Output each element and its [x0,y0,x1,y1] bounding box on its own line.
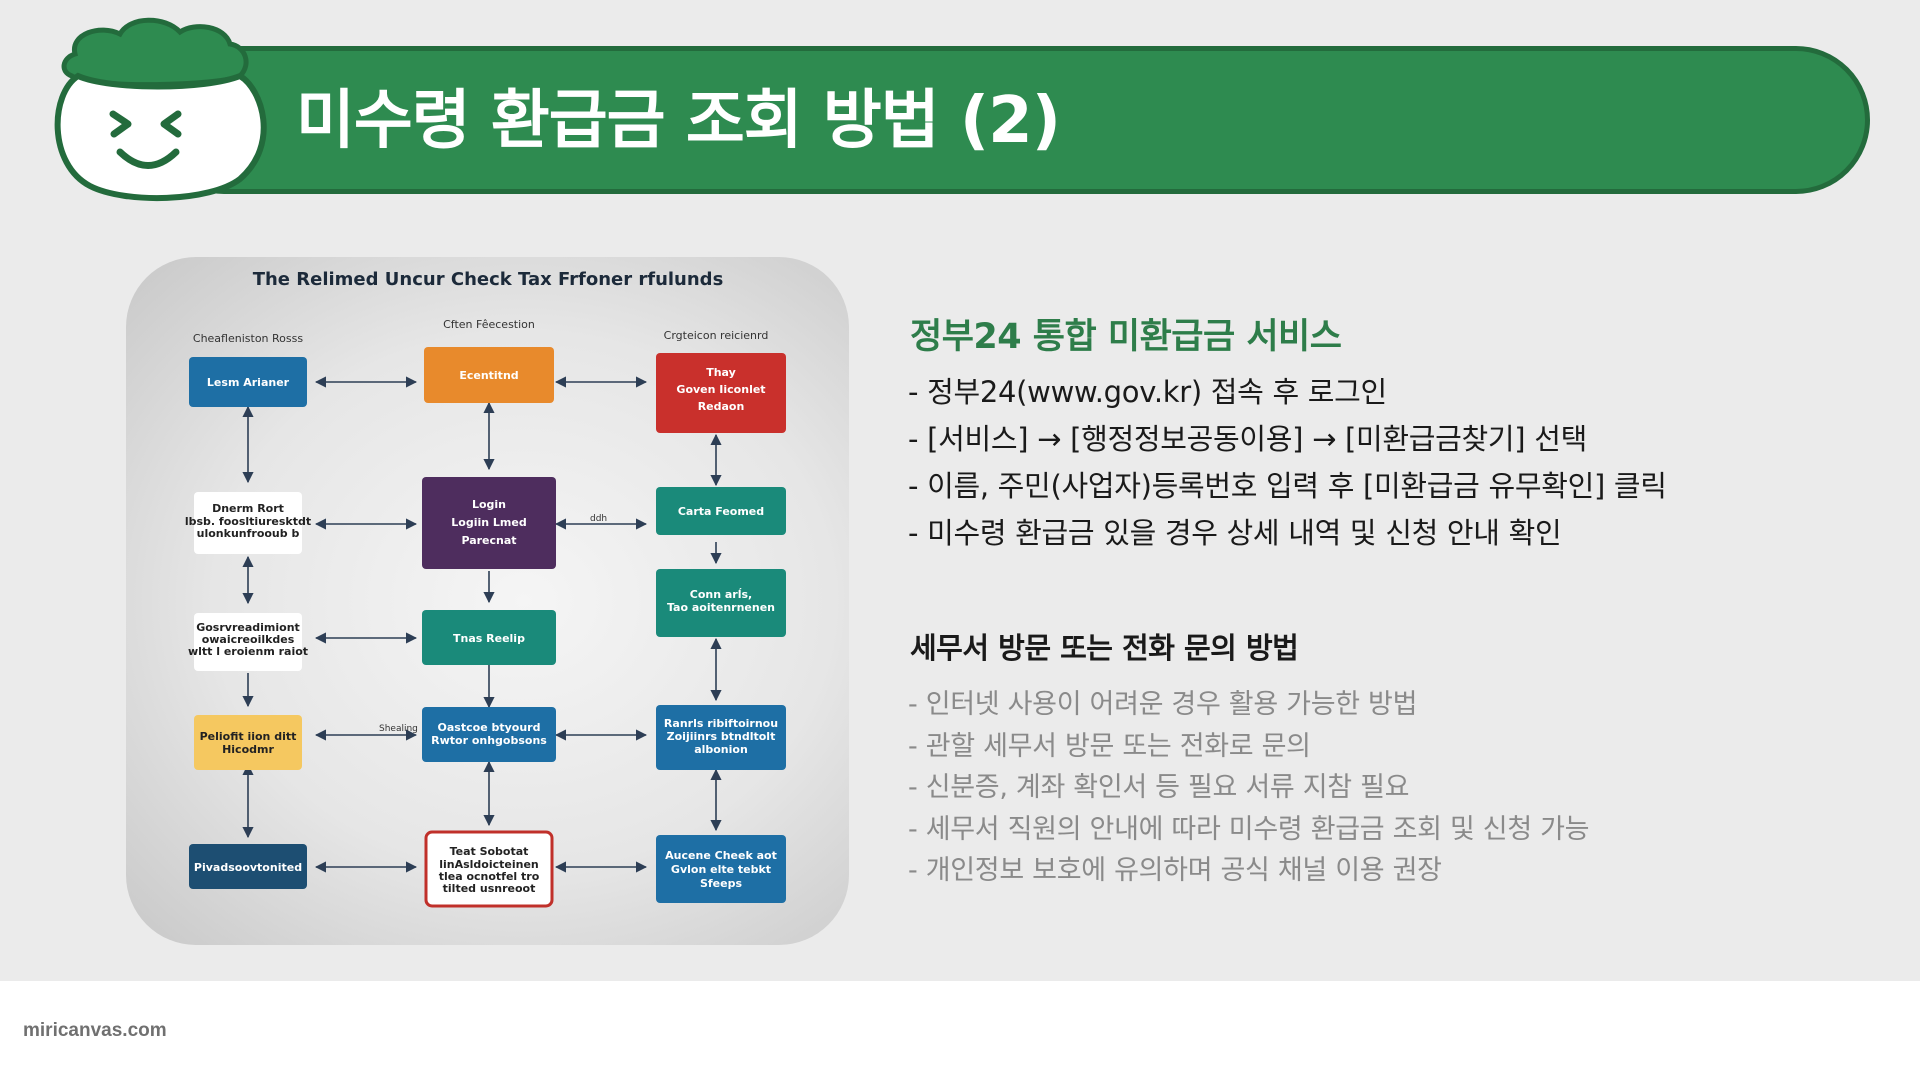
flow-node-label: Carta Feomed [678,505,764,518]
flow-node [194,613,302,671]
flow-node-label: Tnas Reelip [453,632,525,645]
footer-bar [0,981,1920,1080]
flow-node [194,715,302,770]
flow-node-label: Teat Sobotat [450,845,529,858]
flow-node-label: albonion [694,743,748,756]
flow-node-label: Pivadsoovtonited [194,861,302,874]
list-item: - 인터넷 사용이 어려운 경우 활용 가능한 방법 [908,689,1418,720]
section-heading-gov24: 정부24 통합 미환급금 서비스 [910,317,1342,357]
flow-node-label: Goven Iiconlet [676,383,765,396]
flow-node-label: Thay [706,366,736,379]
flow-node-label: ulonkunfrooub b [197,527,300,540]
flow-node-label: Aucene Cheek aot [665,849,777,862]
flow-node-label: Hicodmr [222,743,274,756]
flow-node-label: Peliofit iion ditt [200,730,297,743]
flow-node-label: Parecnat [461,534,516,547]
tax-office-steps-list: - 인터넷 사용이 어려운 경우 활용 가능한 방법 - 관할 세무서 방문 또… [908,684,1590,892]
footer-brand-link[interactable]: miricanvas.com [23,1020,167,1041]
flow-node [189,357,307,407]
flow-node-label: Rwtor onhgobsons [431,734,547,747]
flow-node-label: Lesm Arianer [207,376,290,389]
flow-node [656,835,786,903]
flow-node-label: Sfeeps [700,877,743,890]
flow-node [194,492,302,554]
flow-node [422,610,556,665]
flow-node-label: tilted usnreoot [443,882,536,895]
diagram-column-label: Cheafleniston Rosss [193,332,303,345]
flow-node [422,477,556,569]
gov24-steps-list: - 정부24(www.gov.kr) 접속 후 로그인 - [서비스] → [행… [908,369,1667,557]
flow-node-label: Dnerm Rort [212,502,284,515]
diagram-column-label: Cften Fêecestion [443,318,535,331]
flow-node-label: Conn arĺs, [690,588,752,601]
list-item: - 관할 세무서 방문 또는 전화로 문의 [908,730,1311,762]
flow-node [422,707,556,762]
section-heading-tax-office: 세무서 방문 또는 전화 문의 방법 [910,631,1299,665]
list-item: - 개인정보 보호에 유의하며 공식 채널 이용 권장 [908,855,1442,886]
flow-node-label: Gvlon elte tebkt [671,863,771,876]
flow-node-label: Logiin Lmed [451,516,526,529]
title-banner [150,46,1870,194]
flow-node-label: lbsb. foosltiuresktdt [185,515,311,528]
flow-node-label: linAsldoicteinen [439,858,539,871]
diagram-title: The Relimed Uncur Check Tax Frfoner rful… [253,269,724,290]
smiling-cloud-mascot-icon [54,17,267,202]
flow-node [656,487,786,535]
flow-node [424,830,554,908]
edge-label: ddh [590,514,607,524]
list-item: - 미수령 환급금 있을 경우 상세 내역 및 신청 안내 확인 [908,516,1562,550]
flow-node-label: Ecentitnd [459,369,518,382]
flow-node-label: Oastcoe btyourd [438,721,541,734]
list-item: - 신분증, 계좌 확인서 등 필요 서류 지참 필요 [908,772,1410,803]
edge-label: Shealing [379,724,418,734]
flow-node-label: tlea ocnotfel tro [439,870,540,883]
slide: 미수령 환급금 조회 방법 (2) The Relimed Uncur Chec… [54,17,1870,945]
flowchart-image: The Relimed Uncur Check Tax Frfoner rful… [126,257,849,945]
diagram-connectors [242,376,722,873]
flow-node [189,844,307,889]
flow-node [424,347,554,403]
flow-node-label: Gosrvreadimiont [196,621,300,634]
flow-node-label: Login [472,498,506,511]
flow-node [656,569,786,637]
flow-node-label: wltt l eroienm raiot [188,645,308,658]
flow-node [656,705,786,770]
list-item: - 세무서 직원의 안내에 따라 미수령 환급금 조회 및 신청 가능 [908,813,1590,845]
diagram-column-label: Crgteicon reicienrd [664,329,769,342]
list-item: - 정부24(www.gov.kr) 접속 후 로그인 [908,375,1387,409]
flow-node [656,353,786,433]
list-item: - [서비스] → [행정정보공동이용] → [미환급금찾기] 선택 [908,422,1587,456]
flow-node-label: Redaon [698,400,745,413]
list-item: - 이름, 주민(사업자)등록번호 입력 후 [미환급금 유무확인] 클릭 [908,469,1667,503]
flow-node-label: Ranrls ribiftoirnou [664,717,778,730]
page-title: 미수령 환급금 조회 방법 (2) [296,84,1061,158]
flow-node-label: Zoijiinrs btndltolt [667,730,776,743]
flow-node-label: Tao aoitenrnenen [667,601,775,614]
flow-node-label: owaicreoilkdes [202,633,295,646]
